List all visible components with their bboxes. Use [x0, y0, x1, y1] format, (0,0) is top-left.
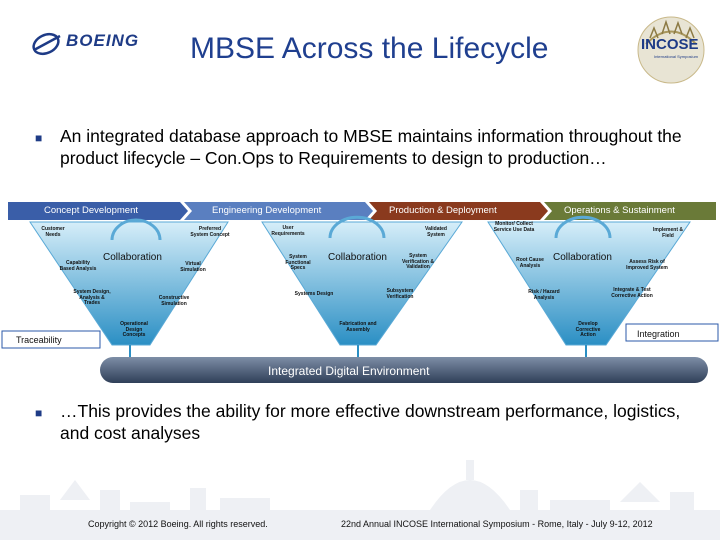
incose-logo-subtitle: International Symposium [653, 54, 699, 59]
v3-label-right-1: Implement & Field [652, 227, 683, 239]
integrated-env-label: Integrated Digital Environment [268, 364, 430, 378]
rome-skyline-watermark [0, 460, 720, 540]
collaboration-label-3: Collaboration [553, 252, 612, 263]
phase-label-engineering: Engineering Development [212, 205, 322, 216]
v1-label-left-1: Customer Needs [41, 226, 65, 238]
v2-label-right-2: System Verification & Validation [402, 253, 434, 270]
phase-banner-operations [544, 202, 716, 220]
bullet-marker: ■ [35, 131, 43, 145]
traceability-label: Traceability [16, 335, 62, 345]
v-shape-3 [487, 221, 691, 346]
bullet-marker: ■ [35, 406, 43, 420]
bullet-text-2: …This provides the ability for more effe… [60, 401, 681, 443]
v3-label-bottom: Develop Corrective Action [575, 321, 601, 338]
phase-banner-production [369, 202, 548, 220]
v1-label-bottom: Operational Design Concepts [120, 321, 148, 338]
v2-label-left-3: Systems Design [294, 291, 334, 297]
v2-label-left-2: System Functional Specs [285, 254, 311, 271]
collaboration-label-2: Collaboration [328, 252, 387, 263]
incose-logo-text: INCOSE [641, 36, 699, 53]
bullet-text-1: An integrated database approach to MBSE … [60, 126, 682, 168]
v3-label-right-2: Assess Risk of Improved System [626, 259, 668, 271]
integration-box [625, 323, 719, 342]
traceability-box [1, 330, 101, 349]
v3-label-left-3: Risk / Hazard Analysis [528, 289, 560, 301]
phase-banner-concept [8, 202, 188, 220]
v2-label-bottom: Fabrication and Assembly [339, 321, 377, 333]
footer-copyright: Copyright © 2012 Boeing. All rights rese… [88, 519, 268, 529]
integrated-env-bar [100, 357, 708, 383]
slide-header: BOEING MBSE Across the Lifecycle INCOSE … [0, 0, 720, 100]
boeing-logo-icon [32, 32, 61, 56]
phase-label-concept: Concept Development [44, 205, 138, 216]
collaboration-label-1: Collaboration [103, 252, 162, 263]
page-title: MBSE Across the Lifecycle [190, 32, 549, 65]
v3-label-left-2: Root Cause Analysis [516, 257, 544, 269]
collab-arrow-3 [554, 215, 612, 239]
footer-conference: 22nd Annual INCOSE International Symposi… [341, 519, 653, 529]
v1-label-right-1: Preferred System Concept [190, 226, 230, 238]
phase-label-production: Production & Deployment [389, 205, 497, 216]
collab-arrow-1 [110, 218, 162, 241]
lifecycle-diagram [1, 202, 719, 383]
phase-label-operations: Operations & Sustainment [564, 205, 675, 216]
v-shape-1 [29, 221, 229, 346]
collab-arrow-2 [328, 215, 386, 239]
incose-logo-icon [637, 16, 705, 84]
v2-label-left-1: User Requirements [271, 225, 305, 237]
v3-label-right-3: Integrate & Test Corrective Action [611, 287, 653, 299]
v2-label-right-1: Validated System [425, 226, 447, 238]
v1-label-left-2: Capability Based Analysis [59, 260, 97, 272]
v-shape-2 [261, 221, 463, 346]
integration-label: Integration [637, 329, 680, 339]
v1-label-right-2: Virtual Simulation [180, 261, 206, 273]
v1-label-right-3: Constructive Simulation [158, 295, 190, 307]
boeing-logo-text: BOEING [66, 31, 140, 50]
v2-label-right-3: Subsystem Verification [386, 288, 414, 300]
phase-banner-engineering [184, 202, 373, 220]
v1-label-left-3: System Design, Analysis & Trades [73, 289, 111, 306]
v3-label-left-1: Monitor/ Collect Service Use Data [493, 221, 535, 233]
